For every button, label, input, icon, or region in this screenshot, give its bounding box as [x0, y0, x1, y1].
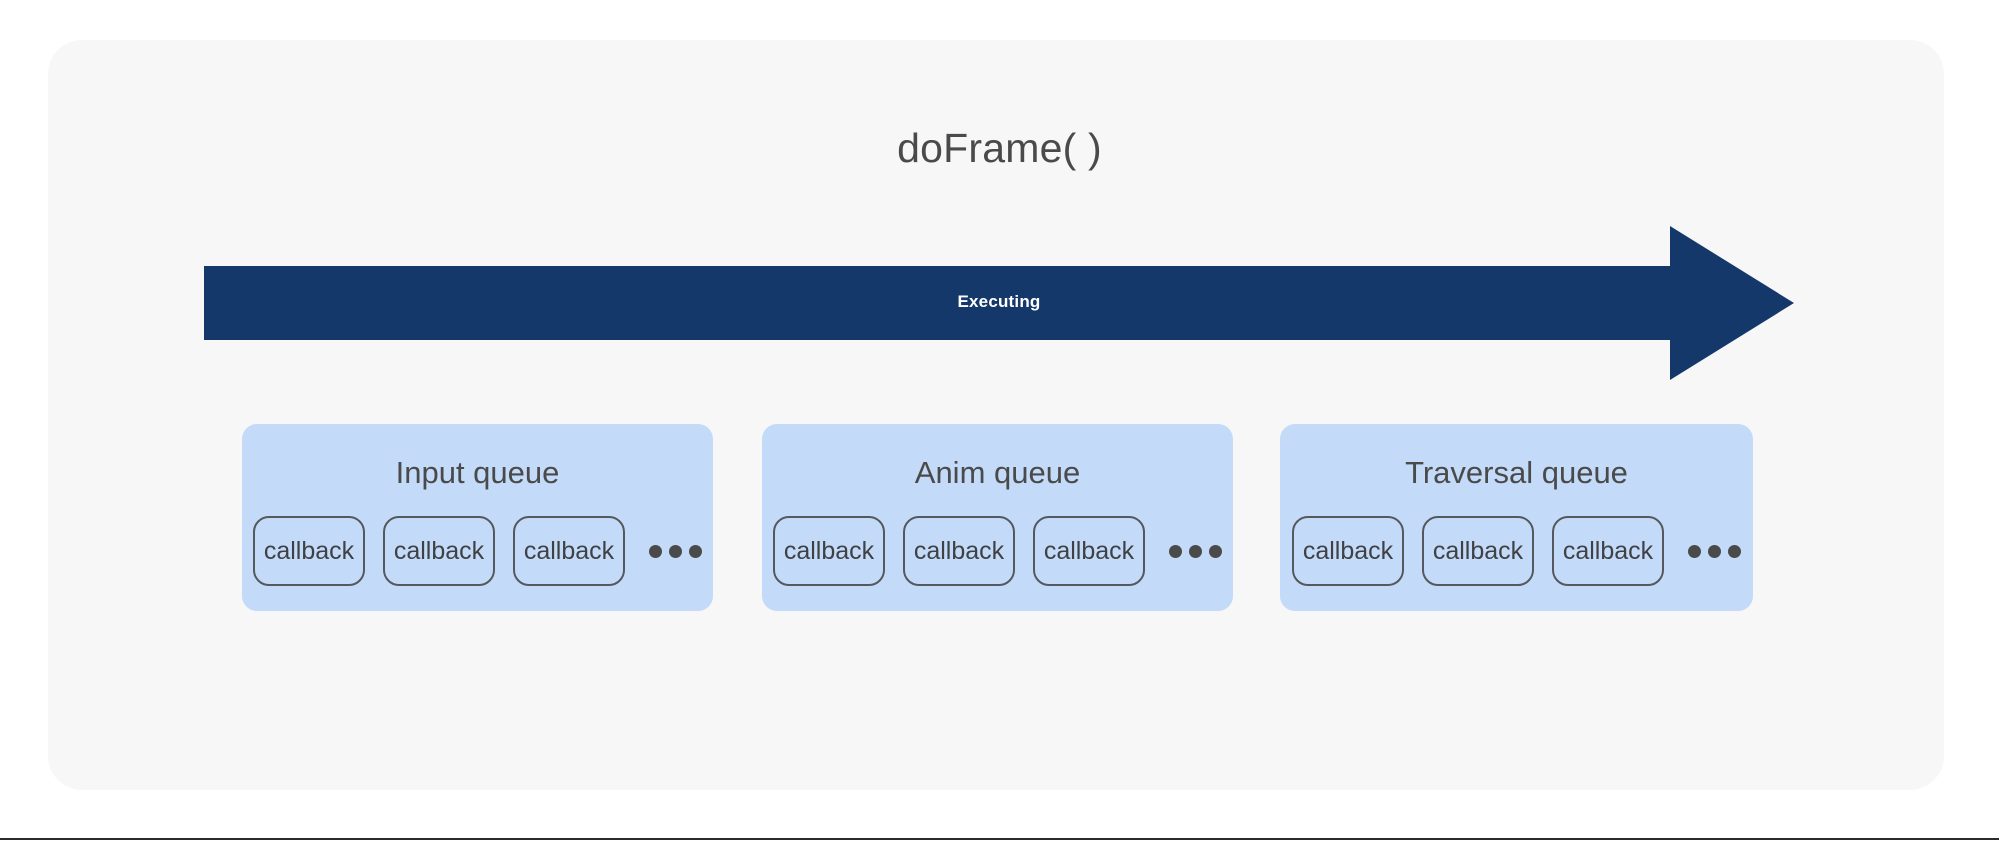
callback-pill[interactable]: callback — [1033, 516, 1145, 586]
ellipsis-dot — [1688, 544, 1701, 558]
callback-pill[interactable]: callback — [1422, 516, 1534, 586]
callback-pill[interactable]: callback — [383, 516, 495, 586]
ellipsis-dot — [1728, 544, 1741, 558]
queue-row: Input queue callback callback callback A… — [242, 424, 1753, 611]
callback-pill[interactable]: callback — [903, 516, 1015, 586]
ellipsis-icon — [1169, 516, 1222, 586]
callback-pill[interactable]: callback — [513, 516, 625, 586]
callback-pill[interactable]: callback — [773, 516, 885, 586]
queue-box-input: Input queue callback callback callback — [242, 424, 713, 611]
queue-title-input: Input queue — [395, 455, 560, 490]
ellipsis-dot — [1708, 544, 1721, 558]
callback-pill[interactable]: callback — [1552, 516, 1664, 586]
callback-row-anim: callback callback callback — [762, 515, 1233, 587]
callback-row-input: callback callback callback — [242, 515, 713, 587]
ellipsis-icon — [649, 516, 702, 586]
executing-arrow — [204, 214, 1794, 392]
ellipsis-dot — [1189, 544, 1202, 558]
bottom-divider — [0, 838, 1999, 840]
callback-row-traversal: callback callback callback — [1280, 515, 1753, 587]
diagram-title: doFrame( ) — [897, 125, 1102, 171]
ellipsis-icon — [1688, 516, 1741, 586]
queue-title-anim: Anim queue — [914, 455, 1081, 490]
callback-pill[interactable]: callback — [1292, 516, 1404, 586]
ellipsis-dot — [1169, 544, 1182, 558]
queue-title-traversal: Traversal queue — [1405, 455, 1628, 490]
ellipsis-dot — [649, 544, 662, 558]
executing-arrow-shape — [204, 226, 1794, 380]
ellipsis-dot — [669, 544, 682, 558]
ellipsis-dot — [689, 544, 702, 558]
ellipsis-dot — [1209, 544, 1222, 558]
queue-box-traversal: Traversal queue callback callback callba… — [1280, 424, 1753, 611]
queue-box-anim: Anim queue callback callback callback — [762, 424, 1233, 611]
diagram-panel — [48, 40, 1944, 790]
callback-pill[interactable]: callback — [253, 516, 365, 586]
